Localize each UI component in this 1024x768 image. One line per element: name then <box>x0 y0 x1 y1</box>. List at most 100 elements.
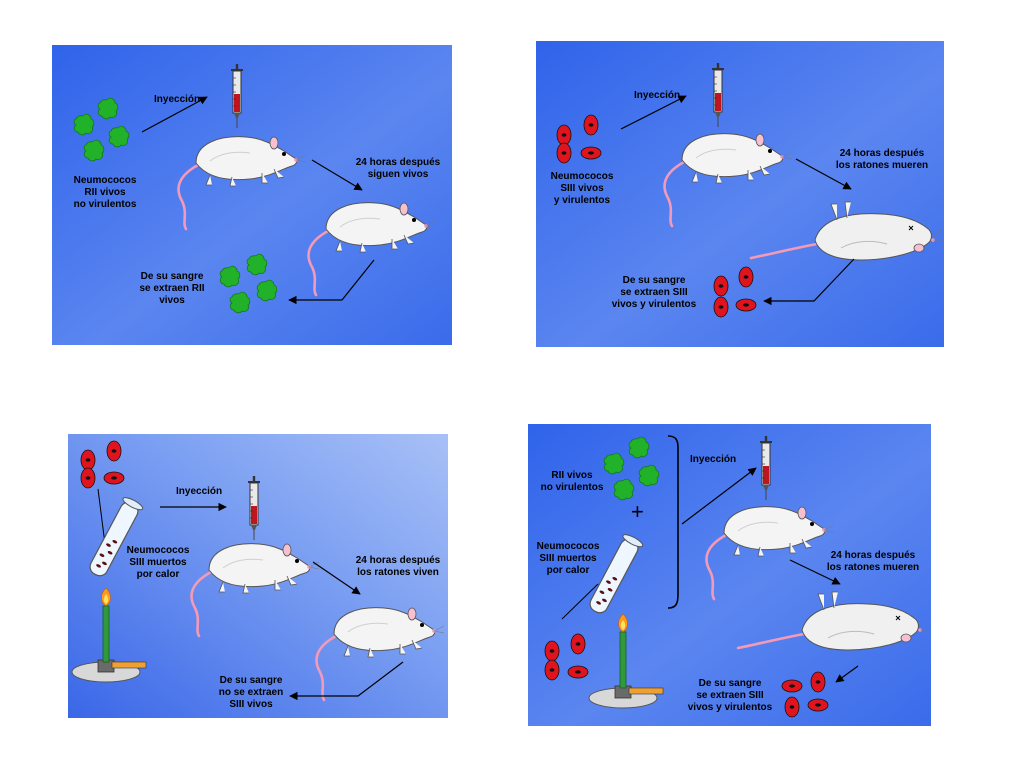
text-line: se extraen RII <box>139 283 205 294</box>
bacteria-rough-icon <box>613 478 635 501</box>
text-line: no virulentos <box>73 199 137 210</box>
bacteria-smooth-icon <box>583 114 599 136</box>
arrow-icon <box>141 96 208 133</box>
arrow-icon <box>311 159 363 191</box>
bacteria-smooth-icon <box>713 275 729 297</box>
text-line: De su sangre <box>140 271 204 282</box>
arrow-icon <box>835 665 859 683</box>
bacteria-rough-icon <box>638 464 660 487</box>
text-line: y virulentos <box>553 195 611 206</box>
text-line: Neumococos <box>536 541 600 552</box>
panel-mixed-transformation: RII vivos no virulentos + Inyección Neum… <box>528 424 931 726</box>
text-line: vivos y virulentos <box>611 299 697 310</box>
bacteria-smooth-icon <box>580 146 602 160</box>
bacteria-smooth-icon <box>80 449 96 471</box>
bacteria-smooth-icon <box>544 640 560 662</box>
bacteria-rough-icon <box>628 436 650 459</box>
text-line: se extraen SIII <box>620 287 688 298</box>
bacteria-label: Neumococos SIII vivos y virulentos <box>544 171 620 207</box>
blood-label: De su sangre se extraen RII vivos <box>136 271 208 307</box>
arrow-icon <box>763 258 855 306</box>
bacteria-rough-icon <box>229 291 251 314</box>
bacteria-rough-icon <box>246 253 268 276</box>
after-label: 24 horas después los ratones viven <box>350 555 446 579</box>
text-line: no se extraen <box>218 687 284 698</box>
bacteria-smooth-icon <box>556 142 572 164</box>
bacteria-rough-icon <box>73 113 95 136</box>
bacteria-smooth-icon <box>570 633 586 655</box>
bacteria-smooth-icon <box>567 665 589 679</box>
text-line: vivos <box>159 295 185 306</box>
arrow-icon <box>312 561 361 595</box>
blood-label: De su sangre se extraen SIII vivos y vir… <box>680 678 780 714</box>
text-line: De su sangre <box>219 675 283 686</box>
rough-bacteria-label: RII vivos no virulentos <box>534 470 610 494</box>
text-line: SIII vivos <box>560 183 604 194</box>
text-line: 24 horas después <box>830 550 916 561</box>
bacteria-smooth-icon <box>80 467 96 489</box>
text-line: los ratones mueren <box>835 160 929 171</box>
arrow-icon <box>288 259 375 305</box>
text-line: 24 horas después <box>355 157 441 168</box>
panel-rough-live: Inyección Neumococos RII vivos no virule… <box>52 45 452 345</box>
bacteria-label: Neumococos SIII muertos por calor <box>534 541 602 577</box>
text-line: los ratones viven <box>357 567 439 578</box>
pointer-line <box>561 583 599 620</box>
text-line: SIII vivos <box>229 699 273 710</box>
injection-label: Inyección <box>176 486 223 497</box>
after-label: 24 horas después los ratones mueren <box>826 148 938 172</box>
arrow-icon <box>795 158 852 190</box>
bacteria-rough-icon <box>108 125 130 148</box>
text-line: SIII muertos <box>539 553 597 564</box>
bracket-icon <box>667 435 679 609</box>
bacteria-smooth-icon <box>556 124 572 146</box>
bacteria-smooth-icon <box>784 696 800 718</box>
plus-sign: + <box>631 499 644 524</box>
bacteria-smooth-icon <box>103 471 125 485</box>
injection-label: Inyección <box>690 454 737 465</box>
arrow-icon <box>289 661 404 701</box>
panel-smooth-live: Inyección Neumococos SIII vivos y virule… <box>536 41 944 347</box>
bacteria-smooth-icon <box>807 698 829 712</box>
text-line: se extraen SIII <box>696 690 764 701</box>
text-line: por calor <box>136 569 180 580</box>
bacteria-smooth-icon <box>781 679 803 693</box>
text-line: De su sangre <box>622 275 686 286</box>
text-line: Neumococos <box>73 175 137 186</box>
after-label: 24 horas después los ratones mueren <box>818 550 928 574</box>
text-line: 24 horas después <box>839 148 925 159</box>
text-line: siguen vivos <box>367 169 429 180</box>
text-line: Neumococos <box>126 545 190 556</box>
panel-background <box>52 45 452 345</box>
arrow-icon <box>681 467 757 525</box>
text-line: RII vivos <box>84 187 126 198</box>
injection-label: Inyección <box>634 90 681 101</box>
arrow-icon <box>789 559 841 585</box>
text-line: RII vivos <box>551 470 593 481</box>
bacteria-smooth-icon <box>738 266 754 288</box>
text-line: vivos y virulentos <box>687 702 773 713</box>
panel-background <box>536 41 944 347</box>
bacteria-rough-icon <box>219 265 241 288</box>
injection-label: Inyección <box>154 94 201 105</box>
bacteria-rough-icon <box>83 139 105 162</box>
text-line: por calor <box>546 565 590 576</box>
arrow-icon <box>620 95 687 130</box>
panel-smooth-heat-killed: Inyección Neumococos SIII muertos por ca… <box>68 434 448 718</box>
bacteria-smooth-icon <box>544 659 560 681</box>
after-label: 24 horas después siguen vivos <box>348 157 448 181</box>
bacteria-smooth-icon <box>106 440 122 462</box>
blood-label: De su sangre se extraen SIII vivos y vir… <box>606 275 702 311</box>
blood-label: De su sangre no se extraen SIII vivos <box>216 675 286 711</box>
bacteria-rough-icon <box>256 279 278 302</box>
text-line: no virulentos <box>540 482 604 493</box>
text-line: 24 horas después <box>355 555 441 566</box>
bacteria-rough-icon <box>97 97 119 120</box>
bacteria-smooth-icon <box>810 671 826 693</box>
bacteria-label: Neumococos SIII muertos por calor <box>124 545 192 581</box>
bacteria-smooth-icon <box>735 298 757 312</box>
bacteria-label: Neumococos RII vivos no virulentos <box>70 175 140 211</box>
text-line: SIII muertos <box>129 557 187 568</box>
text-line: De su sangre <box>698 678 762 689</box>
panel-background <box>528 424 931 726</box>
